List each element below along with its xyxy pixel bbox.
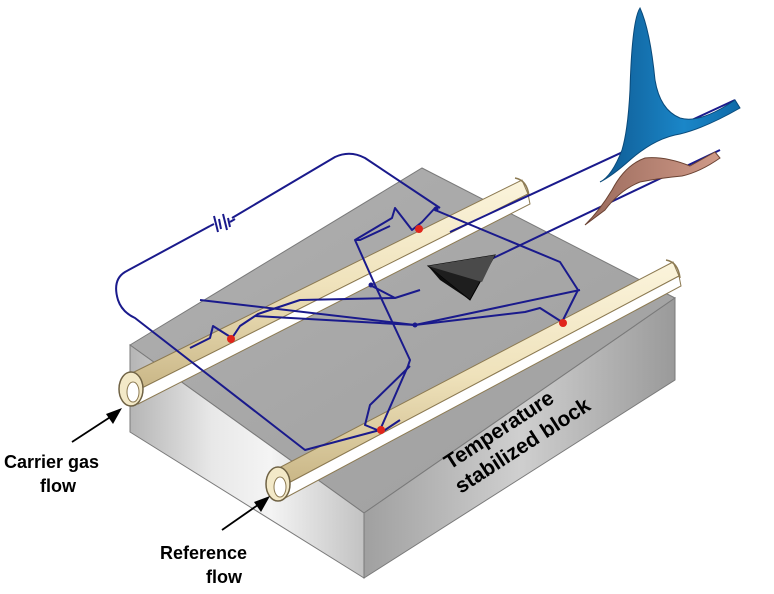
reference-label-line2: flow	[206, 567, 243, 587]
peak-reference	[584, 151, 721, 226]
block-side-face	[363, 297, 676, 579]
temperature-block	[129, 167, 676, 579]
filament-reference-1	[377, 426, 385, 434]
peak-sample	[599, 6, 741, 183]
carrier-label-line2: flow	[40, 476, 77, 496]
carrier-label-line1: Carrier gas	[4, 452, 99, 472]
filament-sample-2	[415, 225, 423, 233]
battery-icon	[209, 213, 236, 233]
filament-sample-1	[227, 335, 235, 343]
reference-arrow	[221, 496, 270, 531]
junction-dots	[368, 206, 439, 328]
signal-peaks	[584, 6, 741, 226]
carrier-arrow	[71, 408, 122, 443]
reference-label-line1: Reference	[160, 543, 247, 563]
detector-meter-icon	[426, 254, 496, 301]
filament-reference-2	[559, 319, 567, 327]
filament-markers	[227, 225, 567, 434]
